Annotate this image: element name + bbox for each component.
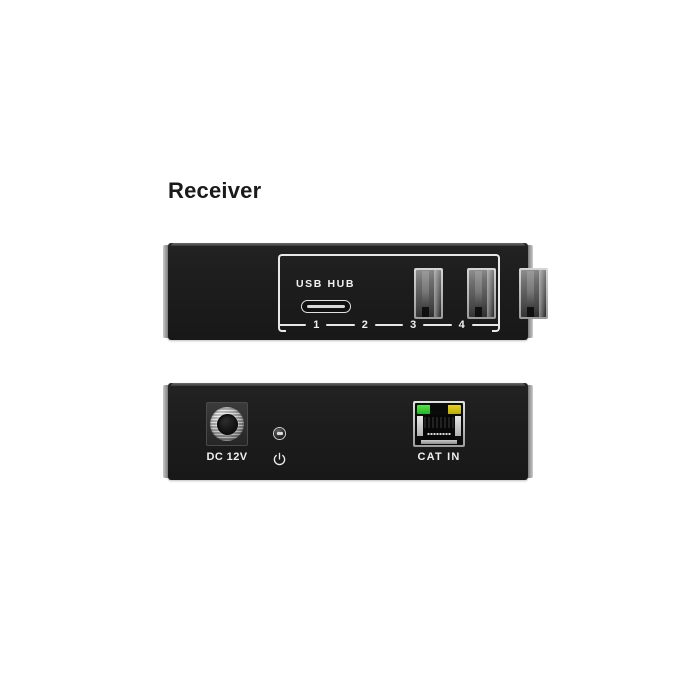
port-number-1: 1	[313, 318, 320, 331]
usb-a-port-4[interactable]	[519, 268, 548, 319]
usb-a-port-4-tongue	[527, 271, 534, 308]
rail-segment	[471, 324, 500, 326]
dc-power-label: DC 12V	[206, 451, 248, 463]
usb-a-port-2-cavity	[416, 270, 441, 317]
rj45-shoulder-right	[454, 416, 461, 436]
status-led-icon	[274, 428, 285, 439]
cat-in-label: CAT IN	[417, 451, 461, 463]
rj45-floor	[421, 440, 457, 444]
usb-a-port-2-tongue-base	[422, 307, 429, 317]
rj45-contact-pins	[427, 433, 451, 435]
group-border-left	[278, 260, 280, 326]
rj45-shoulder-left	[417, 416, 424, 436]
usb-a-port-2-tongue	[422, 271, 429, 308]
port-number-2: 2	[361, 318, 368, 331]
rj45-link-led	[417, 405, 432, 414]
rear-panel-right-edge	[528, 385, 533, 478]
group-border-top	[284, 254, 494, 256]
rail-segment	[374, 324, 404, 326]
usb-a-port-3-tongue	[475, 271, 482, 308]
rail-segment	[326, 324, 355, 326]
front-panel-left-edge	[163, 245, 168, 338]
rail-segment	[278, 324, 307, 326]
group-corner-bottom-right	[492, 324, 500, 332]
usb-a-port-3[interactable]	[467, 268, 496, 319]
usb-a-port-3-sheen	[487, 270, 493, 317]
port-number-4: 4	[458, 318, 465, 331]
port-number-3: 3	[410, 318, 417, 331]
usb-a-port-2-sheen	[434, 270, 440, 317]
dc-power-jack-bore	[216, 413, 238, 435]
dc-power-jack[interactable]	[206, 402, 248, 446]
power-symbol-icon	[272, 452, 287, 467]
usb-c-port-1[interactable]	[301, 300, 351, 313]
usb-a-port-3-tongue-base	[475, 307, 482, 317]
usb-a-port-4-sheen	[539, 270, 545, 317]
usb-hub-label: USB HUB	[296, 278, 356, 290]
front-panel: USB HUB	[163, 243, 548, 340]
group-corner-top-left	[278, 254, 286, 262]
rj45-contact-ribs	[424, 417, 454, 428]
rail-segment	[423, 324, 452, 326]
group-corner-top-right	[492, 254, 500, 262]
usb-a-port-4-tongue-base	[527, 307, 534, 317]
group-border-right	[498, 260, 500, 326]
rear-panel: DC 12V CAT IN	[163, 383, 533, 480]
rj45-activity-led	[446, 405, 461, 414]
dc-power-jack-barrel	[210, 407, 244, 441]
rj45-inner	[415, 403, 463, 445]
usb-a-port-4-cavity	[521, 270, 546, 317]
usb-hub-group: USB HUB	[278, 254, 548, 332]
rj45-cat-in-port[interactable]	[413, 401, 465, 447]
page-title: Receiver	[168, 178, 262, 203]
group-corner-bottom-left	[278, 324, 286, 332]
usb-a-port-2[interactable]	[414, 268, 443, 319]
port-number-rail: 1 2 3 4	[278, 318, 500, 332]
usb-a-port-3-cavity	[469, 270, 494, 317]
rear-panel-left-edge	[163, 385, 168, 478]
